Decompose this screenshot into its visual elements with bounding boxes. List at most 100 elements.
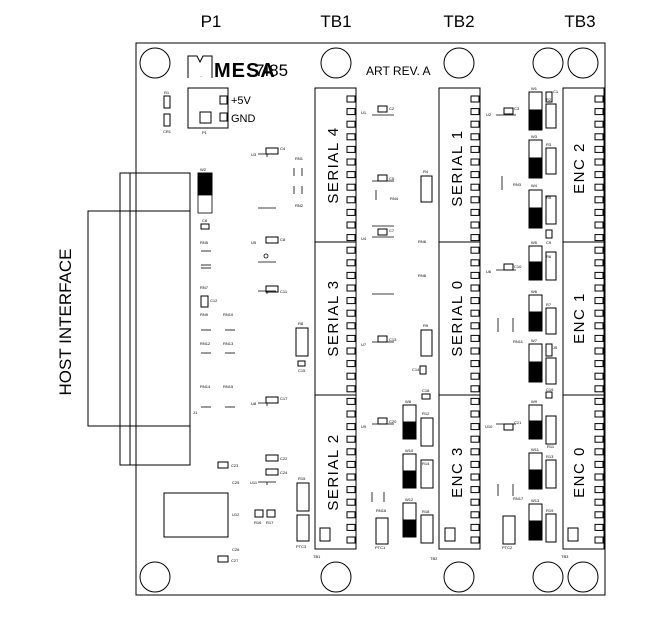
c2-label: C2 bbox=[389, 106, 395, 111]
terminal-pin bbox=[346, 183, 356, 191]
ptc3-label: PTC3 bbox=[296, 544, 307, 549]
center-jumpers bbox=[402, 404, 434, 544]
c8-label: C8 bbox=[280, 237, 286, 242]
c14-label: C14 bbox=[412, 367, 420, 372]
label-p1: P1 bbox=[201, 12, 222, 31]
u10-label: U10 bbox=[485, 424, 493, 429]
w11-label: W11 bbox=[531, 447, 540, 452]
terminal-pin bbox=[594, 234, 604, 242]
terminal-pin bbox=[346, 309, 356, 317]
terminal-pin bbox=[470, 435, 480, 443]
terminal-pin bbox=[594, 498, 604, 506]
c24-label: C24 bbox=[280, 470, 288, 475]
w8-label: W8 bbox=[405, 399, 412, 404]
terminal-pin bbox=[470, 511, 480, 519]
r5-label: R5 bbox=[546, 195, 552, 200]
u1-label: U1 bbox=[361, 110, 367, 115]
u6-label: U6 bbox=[486, 269, 492, 274]
u4-label: U4 bbox=[361, 236, 367, 241]
terminal-pin bbox=[594, 334, 604, 342]
mounting-holes bbox=[139, 47, 599, 593]
w13-label: W13 bbox=[531, 498, 540, 503]
terminal-pin bbox=[346, 171, 356, 179]
w12-label: W12 bbox=[405, 497, 414, 502]
r14-label: R14 bbox=[422, 461, 430, 466]
terminal-pin bbox=[346, 158, 356, 166]
u3-label: U3 bbox=[251, 152, 257, 157]
terminal-pin bbox=[470, 397, 480, 405]
terminal-pin bbox=[470, 133, 480, 141]
rn13-label: RN13 bbox=[223, 341, 234, 346]
c1-label: C1 bbox=[553, 89, 559, 94]
c4-label: C4 bbox=[280, 146, 286, 151]
terminal-pin bbox=[594, 309, 604, 317]
rn14-label: RN14 bbox=[200, 384, 211, 389]
terminal-pin bbox=[470, 309, 480, 317]
terminal-pin bbox=[346, 259, 356, 267]
tb3-terminal-block bbox=[562, 87, 605, 550]
w7-label: W7 bbox=[531, 338, 538, 343]
rn17-label: RN17 bbox=[513, 496, 524, 501]
terminal-pin bbox=[594, 511, 604, 519]
terminal-pin bbox=[346, 410, 356, 418]
w1-label: W1 bbox=[531, 86, 538, 91]
tb2-section-1: SERIAL 1 bbox=[449, 129, 466, 206]
terminal-pin bbox=[594, 385, 604, 393]
r6-label: R6 bbox=[546, 254, 552, 259]
r3-label: R3 bbox=[546, 142, 552, 147]
rn4-label: RN4 bbox=[390, 196, 399, 201]
terminal-pin bbox=[470, 171, 480, 179]
c23-label: C23 bbox=[231, 463, 239, 468]
c18-label: C18 bbox=[422, 388, 430, 393]
terminal-pin bbox=[594, 460, 604, 468]
terminal-pin bbox=[594, 360, 604, 368]
r8-label: R8 bbox=[298, 321, 304, 326]
c13-label: C13 bbox=[389, 337, 397, 342]
rn3-label: RN3 bbox=[513, 182, 522, 187]
w9-label: W9 bbox=[531, 399, 538, 404]
terminal-pin bbox=[594, 435, 604, 443]
terminal-pin bbox=[346, 385, 356, 393]
terminal-pin bbox=[594, 523, 604, 531]
terminal-pin bbox=[594, 108, 604, 116]
terminal-pin bbox=[594, 246, 604, 254]
terminal-pin bbox=[346, 511, 356, 519]
r13-label: R13 bbox=[546, 454, 554, 459]
u9-label: U9 bbox=[361, 424, 367, 429]
u12-label: U12 bbox=[232, 512, 240, 517]
w5-label: W5 bbox=[531, 240, 538, 245]
terminal-pin bbox=[470, 448, 480, 456]
j1-label: J1 bbox=[193, 410, 198, 415]
center-left-parts bbox=[163, 147, 310, 563]
tb1-terminal-block bbox=[314, 87, 357, 550]
label-tb2: TB2 bbox=[443, 12, 474, 31]
tb3-section-3: ENC 0 bbox=[571, 446, 588, 498]
terminal-pin bbox=[346, 435, 356, 443]
c17-label: C17 bbox=[280, 396, 288, 401]
terminal-pin bbox=[470, 523, 480, 531]
svg-text:MESA: MESA bbox=[200, 75, 203, 78]
tb2-section-2: SERIAL 0 bbox=[449, 279, 466, 356]
tb2-pins bbox=[470, 95, 480, 544]
terminal-pin bbox=[594, 372, 604, 380]
terminal-pin bbox=[470, 271, 480, 279]
terminal-pin bbox=[346, 196, 356, 204]
terminal-pin bbox=[594, 271, 604, 279]
terminal-pin bbox=[594, 145, 604, 153]
terminal-pin bbox=[470, 108, 480, 116]
terminal-pin bbox=[470, 284, 480, 292]
terminal-pin bbox=[594, 95, 604, 103]
terminal-pin bbox=[470, 158, 480, 166]
terminal-pin bbox=[594, 423, 604, 431]
rn11-label: RN11 bbox=[513, 339, 524, 344]
terminal-pin bbox=[470, 183, 480, 191]
j5-label: J5 bbox=[553, 345, 558, 350]
terminal-pin bbox=[594, 297, 604, 305]
w4-label: W4 bbox=[531, 183, 538, 188]
terminal-pin bbox=[470, 297, 480, 305]
terminal-pin bbox=[594, 347, 604, 355]
terminal-pin bbox=[470, 120, 480, 128]
rn6-label: RN6 bbox=[418, 239, 427, 244]
w10-label: W10 bbox=[405, 448, 414, 453]
terminal-pin bbox=[594, 183, 604, 191]
